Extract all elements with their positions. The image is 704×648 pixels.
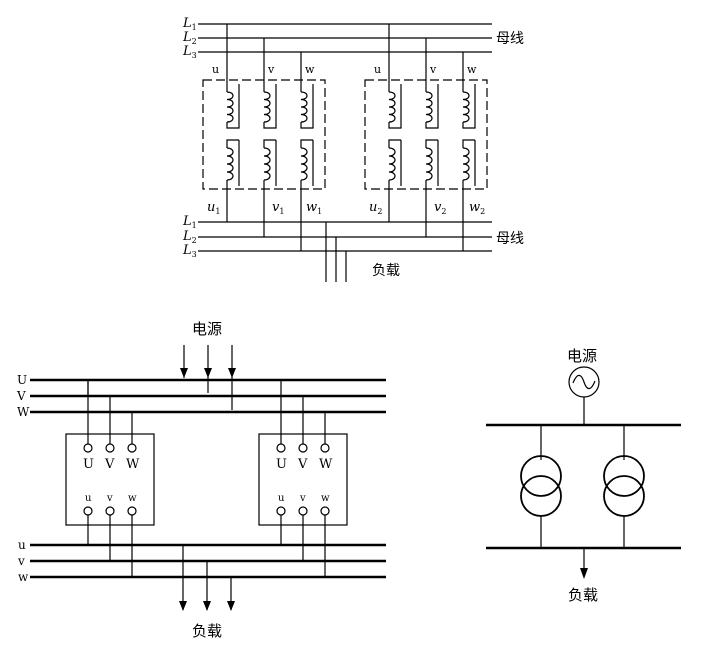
arrow-down-icon bbox=[203, 601, 211, 611]
arrow-down-icon bbox=[179, 601, 187, 611]
bottom-left-schematic: 电源 U V W bbox=[16, 320, 386, 640]
arrow-down-icon bbox=[227, 601, 235, 611]
upper-bus-labels: L1 L2 L3 母线 bbox=[182, 16, 524, 60]
lower-bus-tag: 母线 bbox=[496, 231, 524, 247]
svg-text:w: w bbox=[321, 493, 330, 504]
arrow-down-icon bbox=[180, 368, 188, 378]
bus-label-l1: L bbox=[182, 16, 192, 31]
coil-icon bbox=[226, 91, 234, 123]
svg-text:v: v bbox=[429, 63, 437, 76]
svg-text:W: W bbox=[319, 457, 333, 472]
secondary-terminal-labels: u1 v1 w1 u2 v2 w2 bbox=[207, 200, 485, 216]
svg-text:w: w bbox=[18, 570, 29, 584]
ac-source-icon bbox=[568, 366, 600, 398]
svg-text:L1: L1 bbox=[182, 16, 197, 32]
transformer-icon bbox=[603, 455, 645, 517]
svg-text:u: u bbox=[278, 493, 285, 504]
upper-bus-tag: 母线 bbox=[496, 31, 524, 47]
coil-icon bbox=[462, 147, 470, 181]
primary-terminal-labels: u v w u v w bbox=[212, 63, 477, 76]
svg-text:w1: w1 bbox=[306, 200, 322, 216]
arrow-down-icon bbox=[204, 368, 212, 378]
svg-text:V: V bbox=[297, 457, 308, 472]
svg-text:V: V bbox=[104, 457, 115, 472]
bl-load-arrows bbox=[179, 545, 235, 611]
svg-text:L1: L1 bbox=[182, 214, 197, 230]
bl-source-arrows bbox=[180, 345, 236, 410]
bus-label-l2: L bbox=[182, 30, 192, 45]
br-load-label: 负载 bbox=[568, 586, 598, 604]
svg-text:u2: u2 bbox=[369, 200, 382, 216]
coil-icon bbox=[388, 147, 396, 181]
bl-terminals bbox=[83, 443, 330, 516]
coil-icon bbox=[263, 91, 271, 123]
coil-icon bbox=[263, 147, 271, 181]
bottom-right-single-line: 电源 负载 bbox=[486, 347, 681, 604]
lower-bus-labels: L1 L2 L3 母线 bbox=[182, 214, 524, 259]
arrow-down-icon bbox=[228, 368, 236, 378]
svg-text:u: u bbox=[18, 538, 26, 552]
coil-icon bbox=[388, 91, 396, 123]
svg-text:L2: L2 bbox=[182, 30, 197, 46]
bl-terminal-labels: U V W u v w U V W u v w bbox=[83, 457, 333, 504]
svg-text:v1: v1 bbox=[272, 200, 284, 216]
svg-text:w: w bbox=[305, 63, 315, 76]
bus-label-l3: L bbox=[182, 44, 192, 59]
upper-taps bbox=[226, 24, 464, 84]
coil-windings bbox=[226, 84, 476, 190]
svg-text:w2: w2 bbox=[469, 200, 485, 216]
coil-icon bbox=[300, 91, 308, 123]
br-source-label: 电源 bbox=[567, 347, 597, 365]
bl-upper-bus bbox=[30, 378, 386, 414]
coil-icon bbox=[425, 91, 433, 123]
coil-icon bbox=[300, 147, 308, 181]
svg-text:v2: v2 bbox=[434, 200, 446, 216]
svg-text:v: v bbox=[17, 554, 25, 568]
coil-icon bbox=[425, 147, 433, 181]
upper-bus-lines bbox=[198, 23, 492, 53]
bl-source-label: 电源 bbox=[192, 320, 222, 338]
svg-text:L2: L2 bbox=[182, 229, 197, 245]
transformer-icon bbox=[520, 455, 562, 517]
svg-text:W: W bbox=[126, 457, 140, 472]
lower-taps bbox=[226, 190, 464, 251]
svg-text:U: U bbox=[83, 457, 94, 472]
top-load-label: 负载 bbox=[372, 263, 400, 279]
svg-text:V: V bbox=[16, 389, 26, 403]
bl-upper-connections bbox=[87, 380, 326, 444]
svg-text:v: v bbox=[267, 63, 275, 76]
lower-bus-lines bbox=[198, 221, 492, 252]
top-schematic: L1 L2 L3 母线 u v w u v w bbox=[182, 16, 524, 282]
svg-text:u: u bbox=[374, 63, 381, 76]
coil-icon bbox=[226, 147, 234, 181]
svg-text:W: W bbox=[17, 405, 30, 419]
coil-icon bbox=[462, 91, 470, 123]
svg-text:v: v bbox=[299, 493, 306, 504]
svg-text:v: v bbox=[106, 493, 113, 504]
svg-text:U: U bbox=[17, 373, 27, 387]
svg-text:L3: L3 bbox=[182, 44, 197, 60]
bl-lower-bus-labels: u v w bbox=[17, 538, 29, 584]
svg-text:u: u bbox=[85, 493, 92, 504]
bl-upper-bus-labels: U V W bbox=[16, 373, 30, 419]
svg-text:w: w bbox=[467, 63, 477, 76]
svg-text:u1: u1 bbox=[207, 200, 220, 216]
top-load-feeders bbox=[325, 222, 347, 282]
svg-text:u: u bbox=[212, 63, 219, 76]
bl-load-label: 负载 bbox=[192, 622, 222, 640]
arrow-down-icon bbox=[580, 568, 588, 579]
svg-text:U: U bbox=[276, 457, 287, 472]
bl-lower-bus bbox=[30, 543, 386, 579]
svg-text:L3: L3 bbox=[182, 243, 197, 259]
svg-text:w: w bbox=[128, 493, 137, 504]
